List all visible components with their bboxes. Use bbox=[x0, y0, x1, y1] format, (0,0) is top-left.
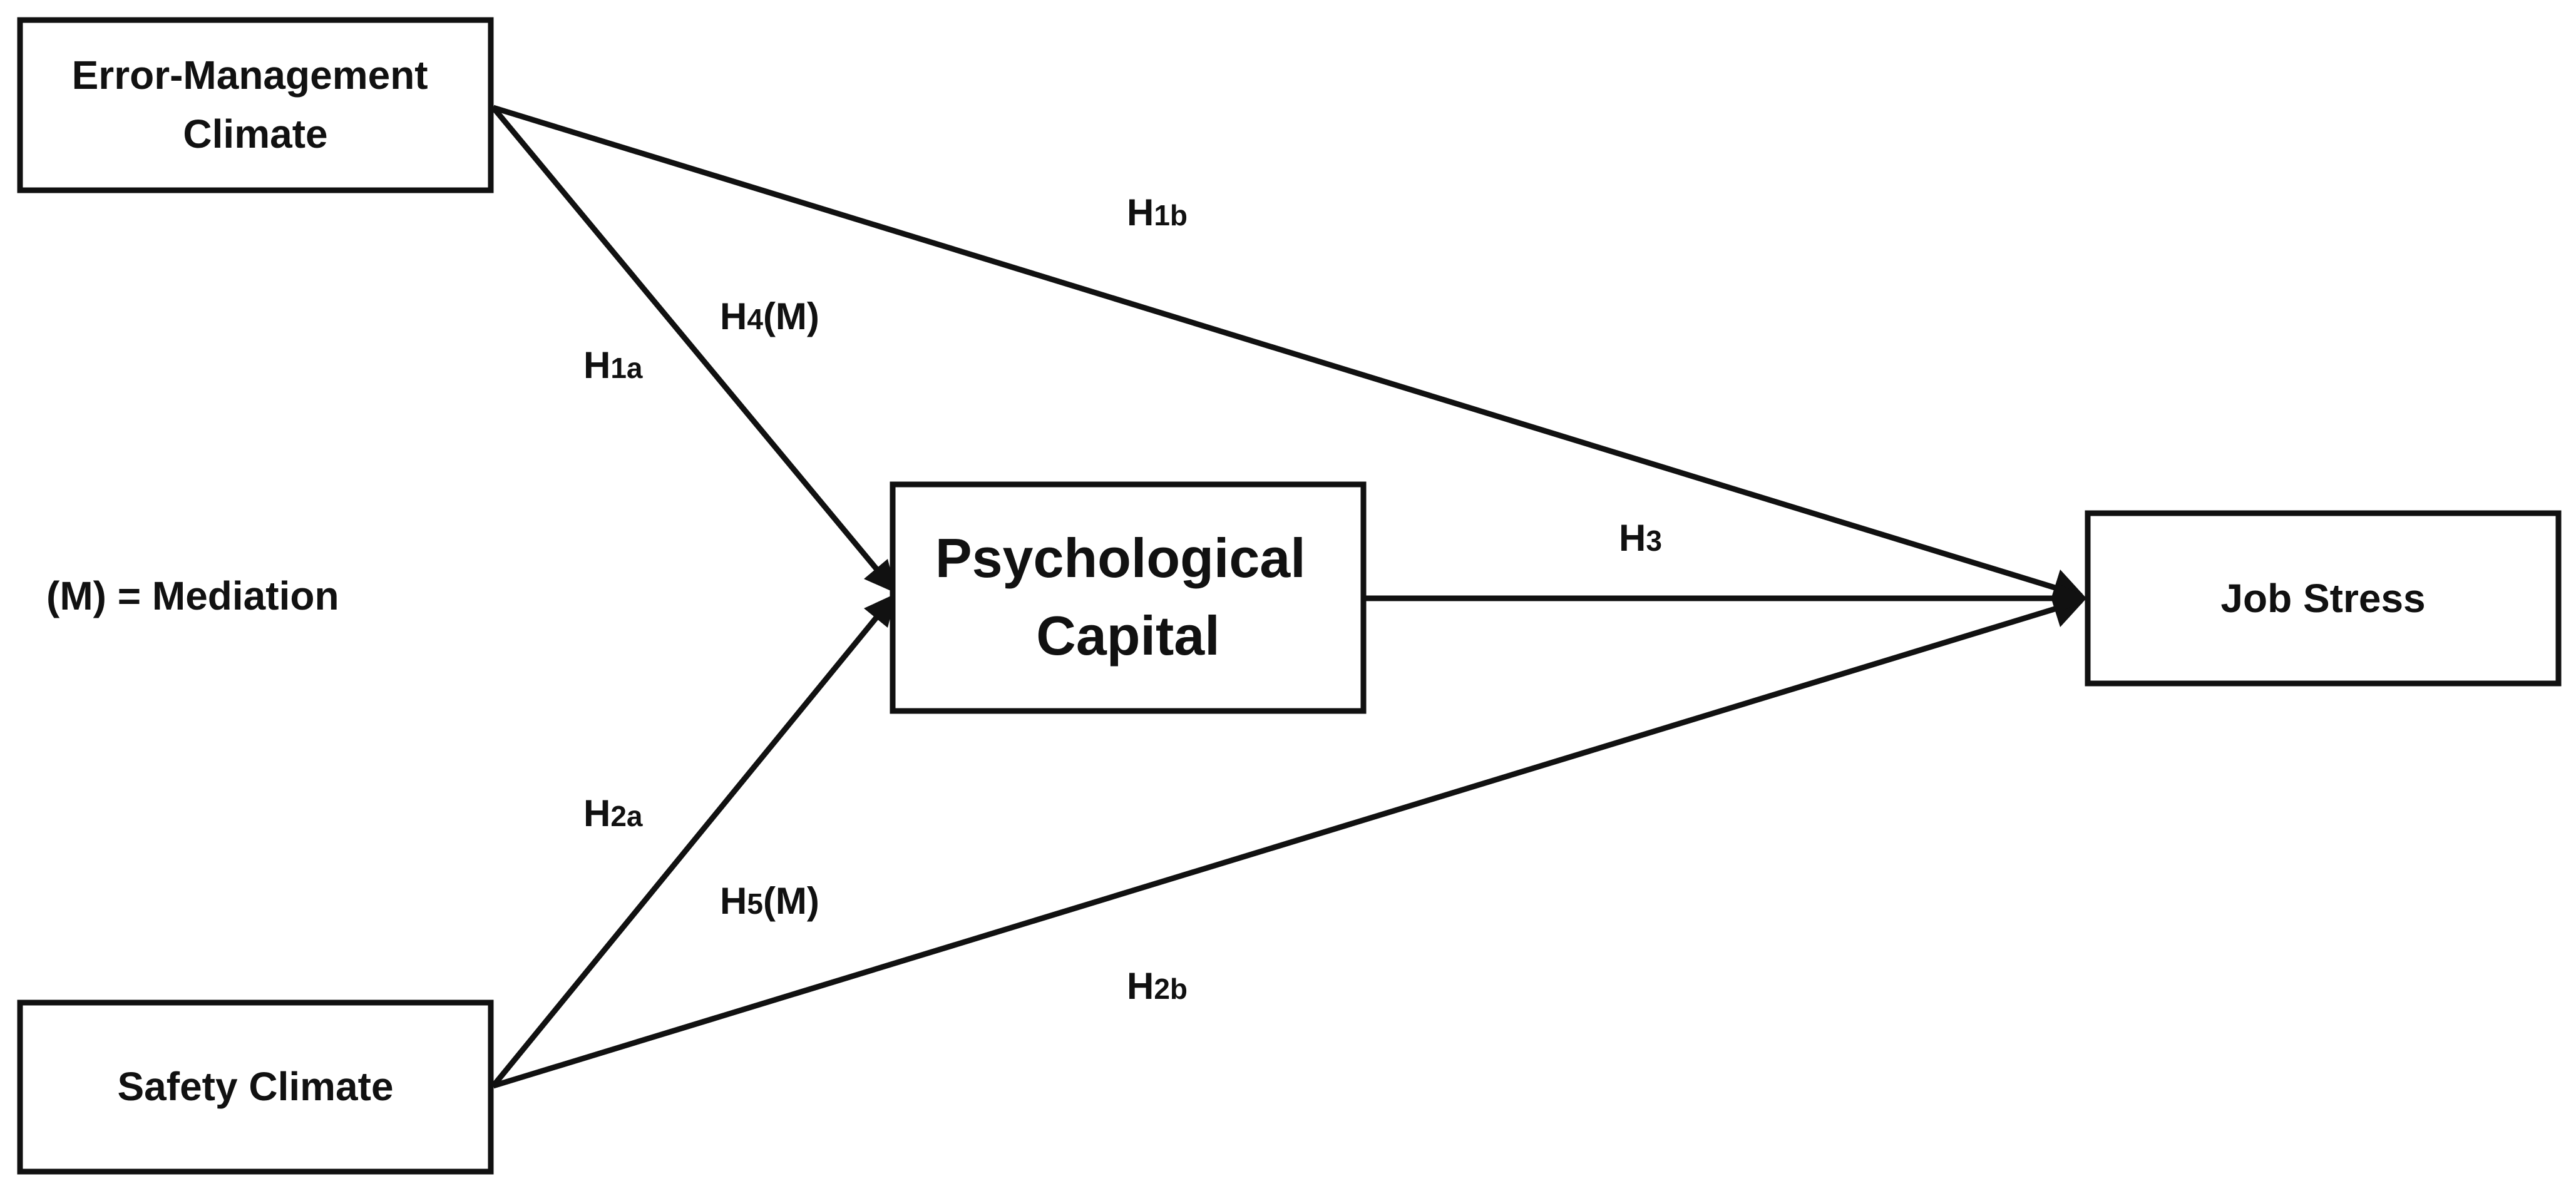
node-box bbox=[2085, 510, 2562, 687]
node-psychological-capital: Psychological Capital bbox=[890, 481, 1367, 714]
hyp-letter: H bbox=[1127, 965, 1154, 1007]
hyp-sub: 2a bbox=[610, 800, 643, 832]
node-label: Job Stress bbox=[2220, 576, 2425, 621]
hyp-letter: H bbox=[583, 344, 610, 386]
hyp-sub: 3 bbox=[1646, 524, 1662, 557]
hyp-sub: 1a bbox=[610, 352, 643, 384]
hyp-suffix: (M) bbox=[763, 295, 819, 337]
node-safety-climate: Safety Climate bbox=[17, 999, 494, 1175]
hyp-letter: H bbox=[720, 880, 747, 922]
path-safety-to-jobstress bbox=[492, 598, 2083, 1089]
svg-text:Psychological Capital: Psychological Capital bbox=[935, 527, 1321, 667]
hyp-letter: H bbox=[720, 295, 747, 337]
hyp-sub: 4 bbox=[747, 303, 763, 335]
hypothesis-h2b: H2b bbox=[1127, 965, 1188, 1007]
arrowhead-safety-psycap bbox=[864, 593, 896, 628]
arrowhead-emc-psycap bbox=[864, 559, 896, 593]
hypothesis-h3: H3 bbox=[1619, 517, 1662, 559]
hypothesis-h5: H5(M) bbox=[720, 880, 819, 922]
hyp-letter: H bbox=[583, 792, 610, 834]
arrowhead-psycap-jobstress bbox=[2056, 583, 2088, 614]
path-emc-to-jobstress bbox=[492, 105, 2083, 599]
hypothesis-h1b: H1b bbox=[1127, 192, 1188, 233]
node-label-line2: Climate bbox=[183, 111, 327, 156]
path-safety-to-psycap bbox=[491, 593, 898, 1088]
hypothesis-h2a: H2a bbox=[583, 792, 643, 834]
path-emc-to-psycap bbox=[491, 106, 898, 593]
node-box bbox=[890, 481, 1367, 714]
hypothesis-h4: H4(M) bbox=[720, 295, 819, 337]
node-box bbox=[17, 999, 494, 1175]
node-error-management-climate: Error-Management Climate bbox=[17, 17, 494, 193]
hyp-sub: 1b bbox=[1154, 199, 1188, 232]
hypothesis-labels: H1b H4(M) H1a H3 H2a H5(M) H2b bbox=[583, 192, 1662, 1007]
hypothesis-h1a: H1a bbox=[583, 344, 643, 386]
hyp-sub: 2b bbox=[1154, 973, 1188, 1005]
node-box bbox=[17, 17, 494, 193]
hyp-letter: H bbox=[1619, 517, 1646, 559]
node-job-stress: Job Stress bbox=[2085, 510, 2562, 687]
svg-text:Error-Management Climate: Error-Management Climate bbox=[72, 53, 439, 156]
node-label-line2: Capital bbox=[1036, 605, 1219, 667]
node-label-line1: Psychological bbox=[935, 527, 1306, 589]
hyp-letter: H bbox=[1127, 192, 1154, 233]
mediation-legend: (M) = Mediation bbox=[46, 573, 339, 618]
hyp-sub: 5 bbox=[747, 887, 763, 920]
node-label-line1: Error-Management bbox=[72, 53, 428, 98]
node-label: Safety Climate bbox=[117, 1064, 393, 1109]
hyp-suffix: (M) bbox=[763, 880, 819, 922]
paths bbox=[491, 105, 2088, 1089]
